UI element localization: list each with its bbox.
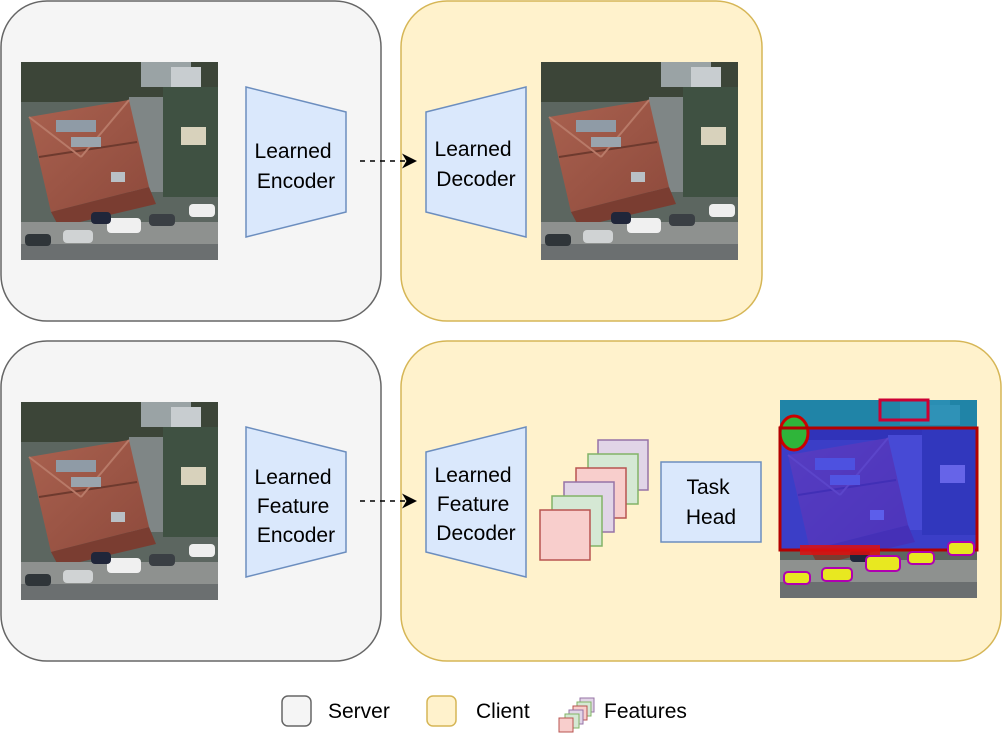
svg-text:Learned Feature Encode: Learned Feature Encoder xyxy=(255,466,338,547)
legend-features-label: Features xyxy=(604,700,687,723)
svg-text:Learned Feature Decode: Learned Feature Decoder xyxy=(435,464,518,545)
task-head-block xyxy=(660,461,762,543)
feature-encoder-label-line3: Encoder xyxy=(257,524,335,547)
feature-decoder-label-line1: Learned xyxy=(435,464,512,487)
decoder-label-line2: Decoder xyxy=(436,168,515,191)
decoder-label-line1: Learned xyxy=(435,138,512,161)
task-head-label-line1: Task xyxy=(686,476,730,499)
legend-server-swatch xyxy=(281,695,312,727)
learned-decoder-block xyxy=(425,86,527,238)
learned-feature-encoder-block xyxy=(245,426,347,578)
reconstructed-aerial-image xyxy=(540,61,739,261)
legend-server-label: Server xyxy=(328,700,390,723)
feature-decoder-label-line2: Feature xyxy=(437,493,509,516)
encoder-label-line2: Encoder xyxy=(257,170,335,193)
svg-text:Learned Decoder: Learned Decoder xyxy=(435,138,518,191)
legend-features-icon xyxy=(558,697,595,733)
learned-feature-decoder-block xyxy=(425,426,527,578)
task-head-label-line2: Head xyxy=(686,506,736,529)
learned-encoder-block xyxy=(245,86,347,238)
input-aerial-image-top xyxy=(20,61,219,261)
legend-client-label: Client xyxy=(476,700,530,723)
legend-client-swatch xyxy=(426,695,457,727)
feature-encoder-label-line1: Learned xyxy=(255,466,332,489)
svg-text:Learned Encoder: Learned Encoder xyxy=(255,140,338,193)
segmentation-output-image xyxy=(778,398,979,599)
input-aerial-image-bottom xyxy=(20,401,219,601)
feature-decoder-label-line3: Decoder xyxy=(436,522,515,545)
svg-text:Task Head: Task Head xyxy=(686,476,736,529)
encoder-label-line1: Learned xyxy=(255,140,332,163)
feature-encoder-label-line2: Feature xyxy=(257,495,329,518)
feature-maps-stack xyxy=(539,439,649,561)
